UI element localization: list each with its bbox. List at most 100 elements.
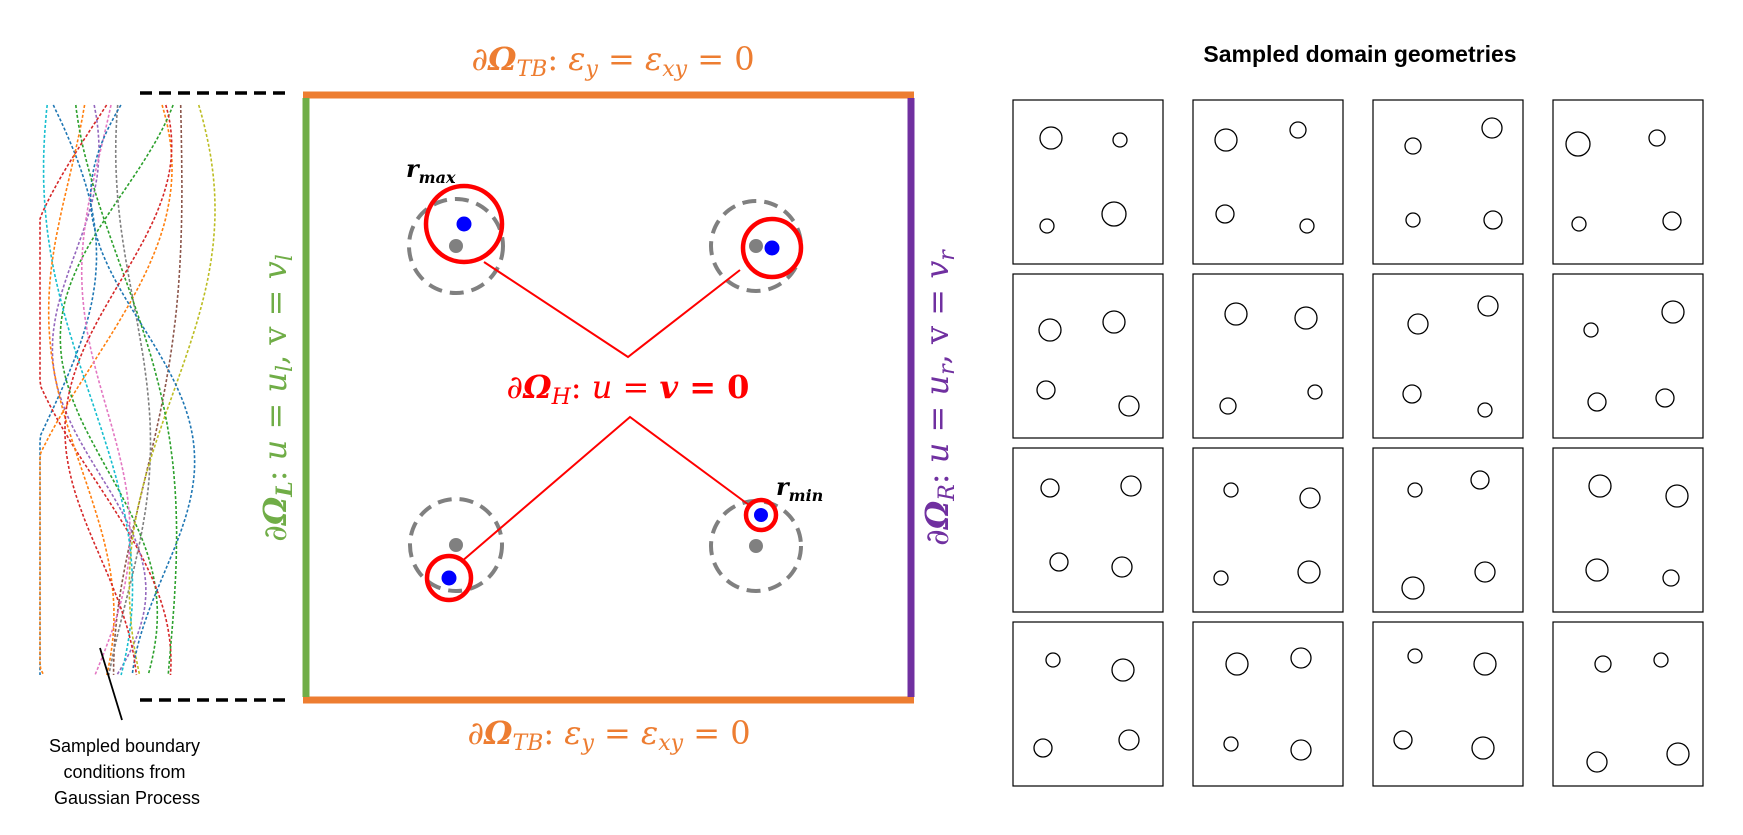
geometry-hole bbox=[1036, 380, 1056, 400]
hole-boundary-label: ∂ΩH: u = v = 0 bbox=[507, 368, 750, 410]
gp-boundary-curves bbox=[39, 104, 216, 676]
geometry-hole bbox=[1038, 318, 1062, 342]
geometry-thumbnail-border bbox=[1192, 447, 1344, 613]
gp-curve bbox=[108, 104, 152, 676]
gp-curve bbox=[112, 104, 183, 675]
right-boundary-label: ∂ΩR: u = ur, v = vr bbox=[918, 249, 960, 546]
gp-curve bbox=[47, 104, 115, 676]
geometry-thumbnail-border bbox=[1552, 273, 1704, 439]
geometry-hole bbox=[1661, 300, 1685, 324]
bottom-boundary-label: ∂ΩTB: εy = εxy = 0 bbox=[467, 714, 750, 756]
geometry-thumbnail-border bbox=[1192, 273, 1344, 439]
geometry-hole bbox=[1297, 560, 1321, 584]
geometries-title: Sampled domain geometries bbox=[1203, 41, 1516, 67]
hole-bottom-right bbox=[709, 497, 803, 593]
hole-connector-top bbox=[483, 261, 741, 359]
svg-text:Sampled boundary condition: Sampled boundary conditions from Gaussia… bbox=[49, 736, 205, 808]
geometry-thumbnail bbox=[1192, 447, 1344, 613]
gp-curve bbox=[42, 104, 134, 676]
geometry-hole bbox=[1299, 218, 1315, 234]
geometry-hole bbox=[1120, 475, 1142, 497]
geometry-hole bbox=[1594, 655, 1612, 673]
geometry-thumbnail-border bbox=[1192, 621, 1344, 787]
geometry-hole bbox=[1666, 742, 1690, 766]
r-min-label: rmin bbox=[776, 472, 823, 505]
geometry-hole bbox=[1474, 561, 1496, 583]
geometry-hole bbox=[1483, 210, 1503, 230]
geometry-hole bbox=[1477, 402, 1493, 418]
geometry-thumbnail bbox=[1552, 273, 1704, 439]
geometry-hole bbox=[1407, 482, 1423, 498]
geometry-hole bbox=[1223, 736, 1239, 752]
geometry-hole bbox=[1112, 132, 1128, 148]
geometry-thumbnail-border bbox=[1372, 99, 1524, 265]
geometry-hole bbox=[1471, 736, 1495, 760]
geometry-hole bbox=[1225, 652, 1249, 676]
geometry-thumbnail bbox=[1372, 99, 1524, 265]
geometry-hole bbox=[1470, 470, 1490, 490]
geometry-hole bbox=[1294, 306, 1318, 330]
geometry-hole bbox=[1393, 730, 1413, 750]
top-boundary-label: ∂ΩTB: εy = εxy = 0 bbox=[471, 40, 754, 82]
gp-curve bbox=[51, 104, 147, 676]
geometry-hole bbox=[1118, 395, 1140, 417]
hole-connector-bottom bbox=[460, 415, 750, 563]
geometry-hole bbox=[1040, 478, 1060, 498]
gp-curve bbox=[89, 104, 196, 676]
geometry-hole bbox=[1402, 384, 1422, 404]
geometry-hole bbox=[1477, 295, 1499, 317]
geometry-hole bbox=[1648, 129, 1666, 147]
geometry-hole bbox=[1215, 204, 1235, 224]
geometry-hole bbox=[1586, 751, 1608, 773]
gp-curve bbox=[39, 104, 173, 676]
gp-curve bbox=[75, 104, 178, 676]
geometry-thumbnail-border bbox=[1012, 621, 1164, 787]
geometry-hole bbox=[1214, 128, 1238, 152]
geometry-thumbnail-border bbox=[1372, 621, 1524, 787]
geometry-hole bbox=[1111, 556, 1133, 578]
gp-caption-pointer bbox=[99, 647, 123, 721]
geometry-hole bbox=[1307, 384, 1323, 400]
geometry-hole bbox=[1290, 647, 1312, 669]
geometry-hole bbox=[1213, 570, 1229, 586]
hole-bottom-left bbox=[408, 497, 504, 603]
geometry-thumbnail bbox=[1192, 621, 1344, 787]
geometry-thumbnail-border bbox=[1012, 273, 1164, 439]
geometry-hole bbox=[1102, 310, 1126, 334]
gp-caption-line3: Gaussian Process bbox=[54, 788, 200, 808]
geometry-thumbnail bbox=[1192, 273, 1344, 439]
geometry-hole bbox=[1299, 487, 1321, 509]
geometry-hole bbox=[1585, 558, 1609, 582]
geometry-thumbnail bbox=[1552, 99, 1704, 265]
geometry-hole bbox=[1583, 322, 1599, 338]
geometry-hole bbox=[1219, 397, 1237, 415]
geometry-thumbnail bbox=[1552, 447, 1704, 613]
r-max-label: rmax bbox=[406, 154, 456, 187]
geometry-hole bbox=[1662, 569, 1680, 587]
gp-curve bbox=[39, 104, 172, 676]
geometry-thumbnail-border bbox=[1372, 447, 1524, 613]
geometry-thumbnail-border bbox=[1372, 273, 1524, 439]
gp-caption-line1: Sampled boundary bbox=[49, 736, 200, 756]
gp-curve bbox=[128, 104, 216, 676]
geometry-hole bbox=[1289, 121, 1307, 139]
geometry-hole bbox=[1111, 658, 1135, 682]
geometry-thumbnail bbox=[1012, 99, 1164, 265]
geometry-hole bbox=[1407, 648, 1423, 664]
geometry-hole bbox=[1404, 137, 1422, 155]
geometry-hole bbox=[1473, 652, 1497, 676]
gp-curve bbox=[80, 104, 131, 676]
geometry-hole bbox=[1571, 216, 1587, 232]
geometry-hole bbox=[1290, 739, 1312, 761]
geometry-hole bbox=[1224, 302, 1248, 326]
geometry-thumbnail bbox=[1552, 621, 1704, 787]
hole-top-right bbox=[709, 199, 804, 293]
geometry-hole bbox=[1587, 392, 1607, 412]
gp-curve bbox=[64, 104, 173, 676]
left-boundary-label: ∂ΩL: u = ul, v = vl bbox=[256, 254, 298, 542]
geometry-thumbnail-border bbox=[1552, 447, 1704, 613]
geometry-thumbnail bbox=[1012, 447, 1164, 613]
geometry-thumbnail bbox=[1012, 273, 1164, 439]
geometry-hole bbox=[1565, 131, 1591, 157]
